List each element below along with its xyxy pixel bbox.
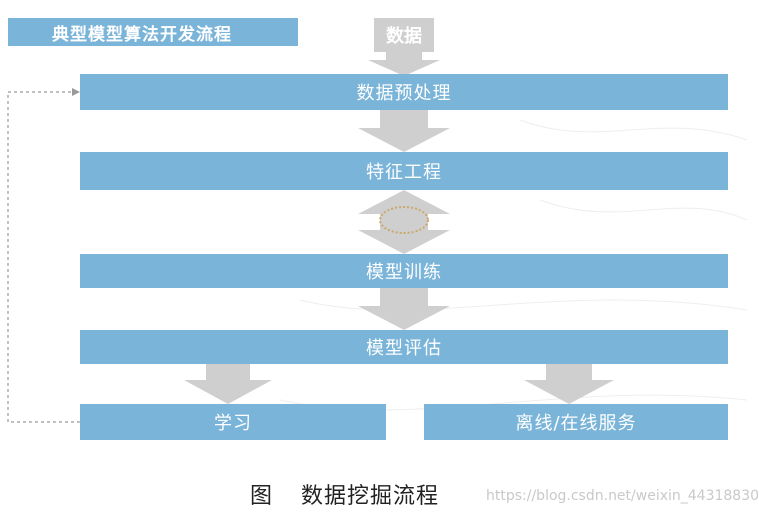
feedback-arrowhead-icon [72,88,80,96]
caption-text: 数据挖掘流程 [301,484,440,509]
step-preprocess: 数据预处理 [80,74,728,110]
step-serving: 离线/在线服务 [424,404,728,440]
step-model-evaluation: 模型评估 [80,330,728,364]
loop-ring-icon [379,206,429,234]
arrow-preprocess-to-feature [358,110,450,152]
arrow-data-to-preprocess [368,52,440,76]
arrow-feature-training-bidirectional [358,190,450,254]
caption-prefix: 图 [250,484,274,509]
feedback-loop-line [7,91,80,423]
arrow-evaluation-to-serving [524,364,614,404]
step-feature-engineering: 特征工程 [80,152,728,190]
arrow-evaluation-to-learning [184,364,272,404]
diagram-title: 典型模型算法开发流程 [8,18,298,46]
figure-caption: 图 数据挖掘流程 [250,478,439,510]
step-model-training: 模型训练 [80,254,728,288]
watermark: https://blog.csdn.net/weixin_44318830 [486,488,759,504]
step-learning: 学习 [80,404,386,440]
data-input-node: 数据 [374,18,434,52]
arrow-training-to-evaluation [358,288,450,330]
